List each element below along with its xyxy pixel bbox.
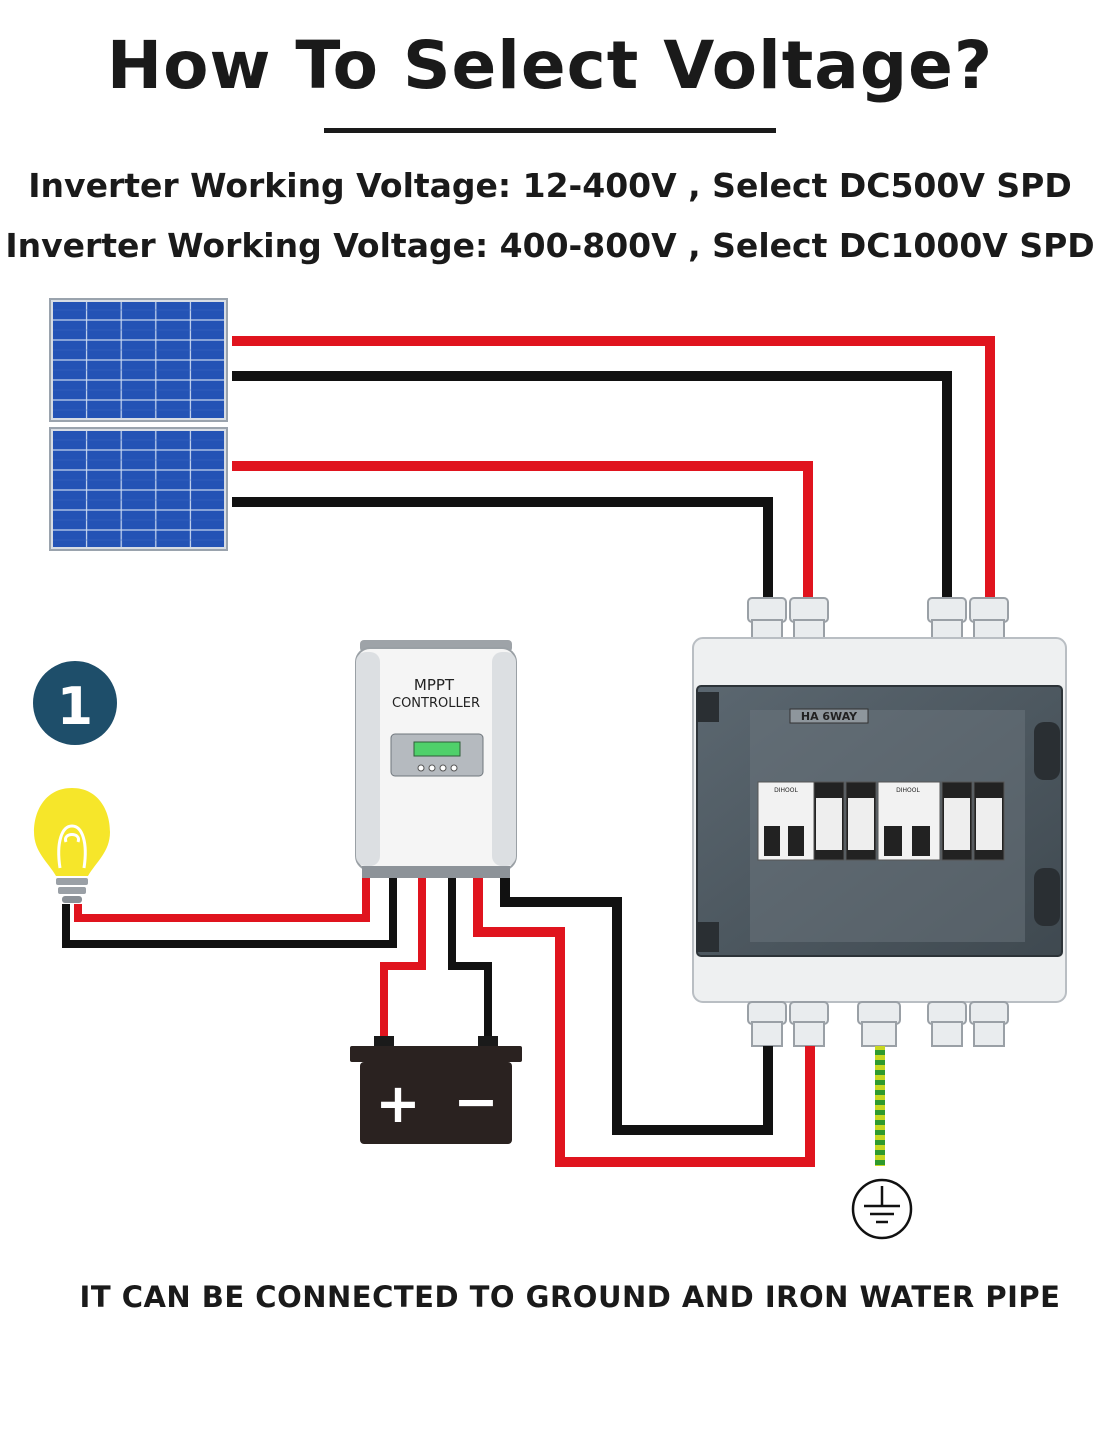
ground-wire (875, 1046, 885, 1166)
svg-text:DIHOOL: DIHOOL (896, 787, 920, 794)
battery-minus: − (453, 1070, 498, 1133)
title-underline (324, 128, 776, 133)
solar-panel-bottom (49, 427, 228, 551)
mppt-controller: MPPT CONTROLLER (355, 640, 517, 878)
voltage-rule-1: Inverter Working Voltage: 12-400V , Sele… (28, 166, 1072, 205)
controller-label-line2: CONTROLLER (392, 696, 480, 711)
svg-text:DIHOOL: DIHOOL (774, 787, 798, 794)
spd-module (813, 781, 877, 861)
step-badge: 1 (33, 661, 117, 745)
spd-module (941, 781, 1005, 861)
output-wires (473, 876, 815, 1167)
step-badge-number: 1 (57, 677, 93, 737)
battery-plus: + (375, 1072, 420, 1135)
light-bulb-icon (34, 788, 110, 903)
page-title: How To Select Voltage? (106, 27, 994, 104)
pv-wires (232, 336, 995, 598)
ground-note: IT CAN BE CONNECTED TO GROUND AND IRON W… (79, 1280, 1061, 1314)
controller-label-line1: MPPT (414, 676, 455, 694)
combiner-panel-label: HA 6WAY (801, 710, 858, 723)
solar-panel-top (49, 298, 228, 422)
battery-icon: + − (350, 1036, 522, 1144)
combiner-box: HA 6WAY DIHOOL DIHOOL (692, 597, 1067, 1047)
breaker-module: DIHOOL (757, 781, 815, 861)
ground-icon (851, 1178, 913, 1240)
cable-gland-bottom (747, 1001, 1009, 1047)
cable-gland-top (747, 597, 1009, 639)
voltage-rule-2: Inverter Working Voltage: 400-800V , Sel… (5, 226, 1095, 265)
breaker-module: DIHOOL (877, 781, 941, 861)
load-wires (62, 878, 492, 1044)
